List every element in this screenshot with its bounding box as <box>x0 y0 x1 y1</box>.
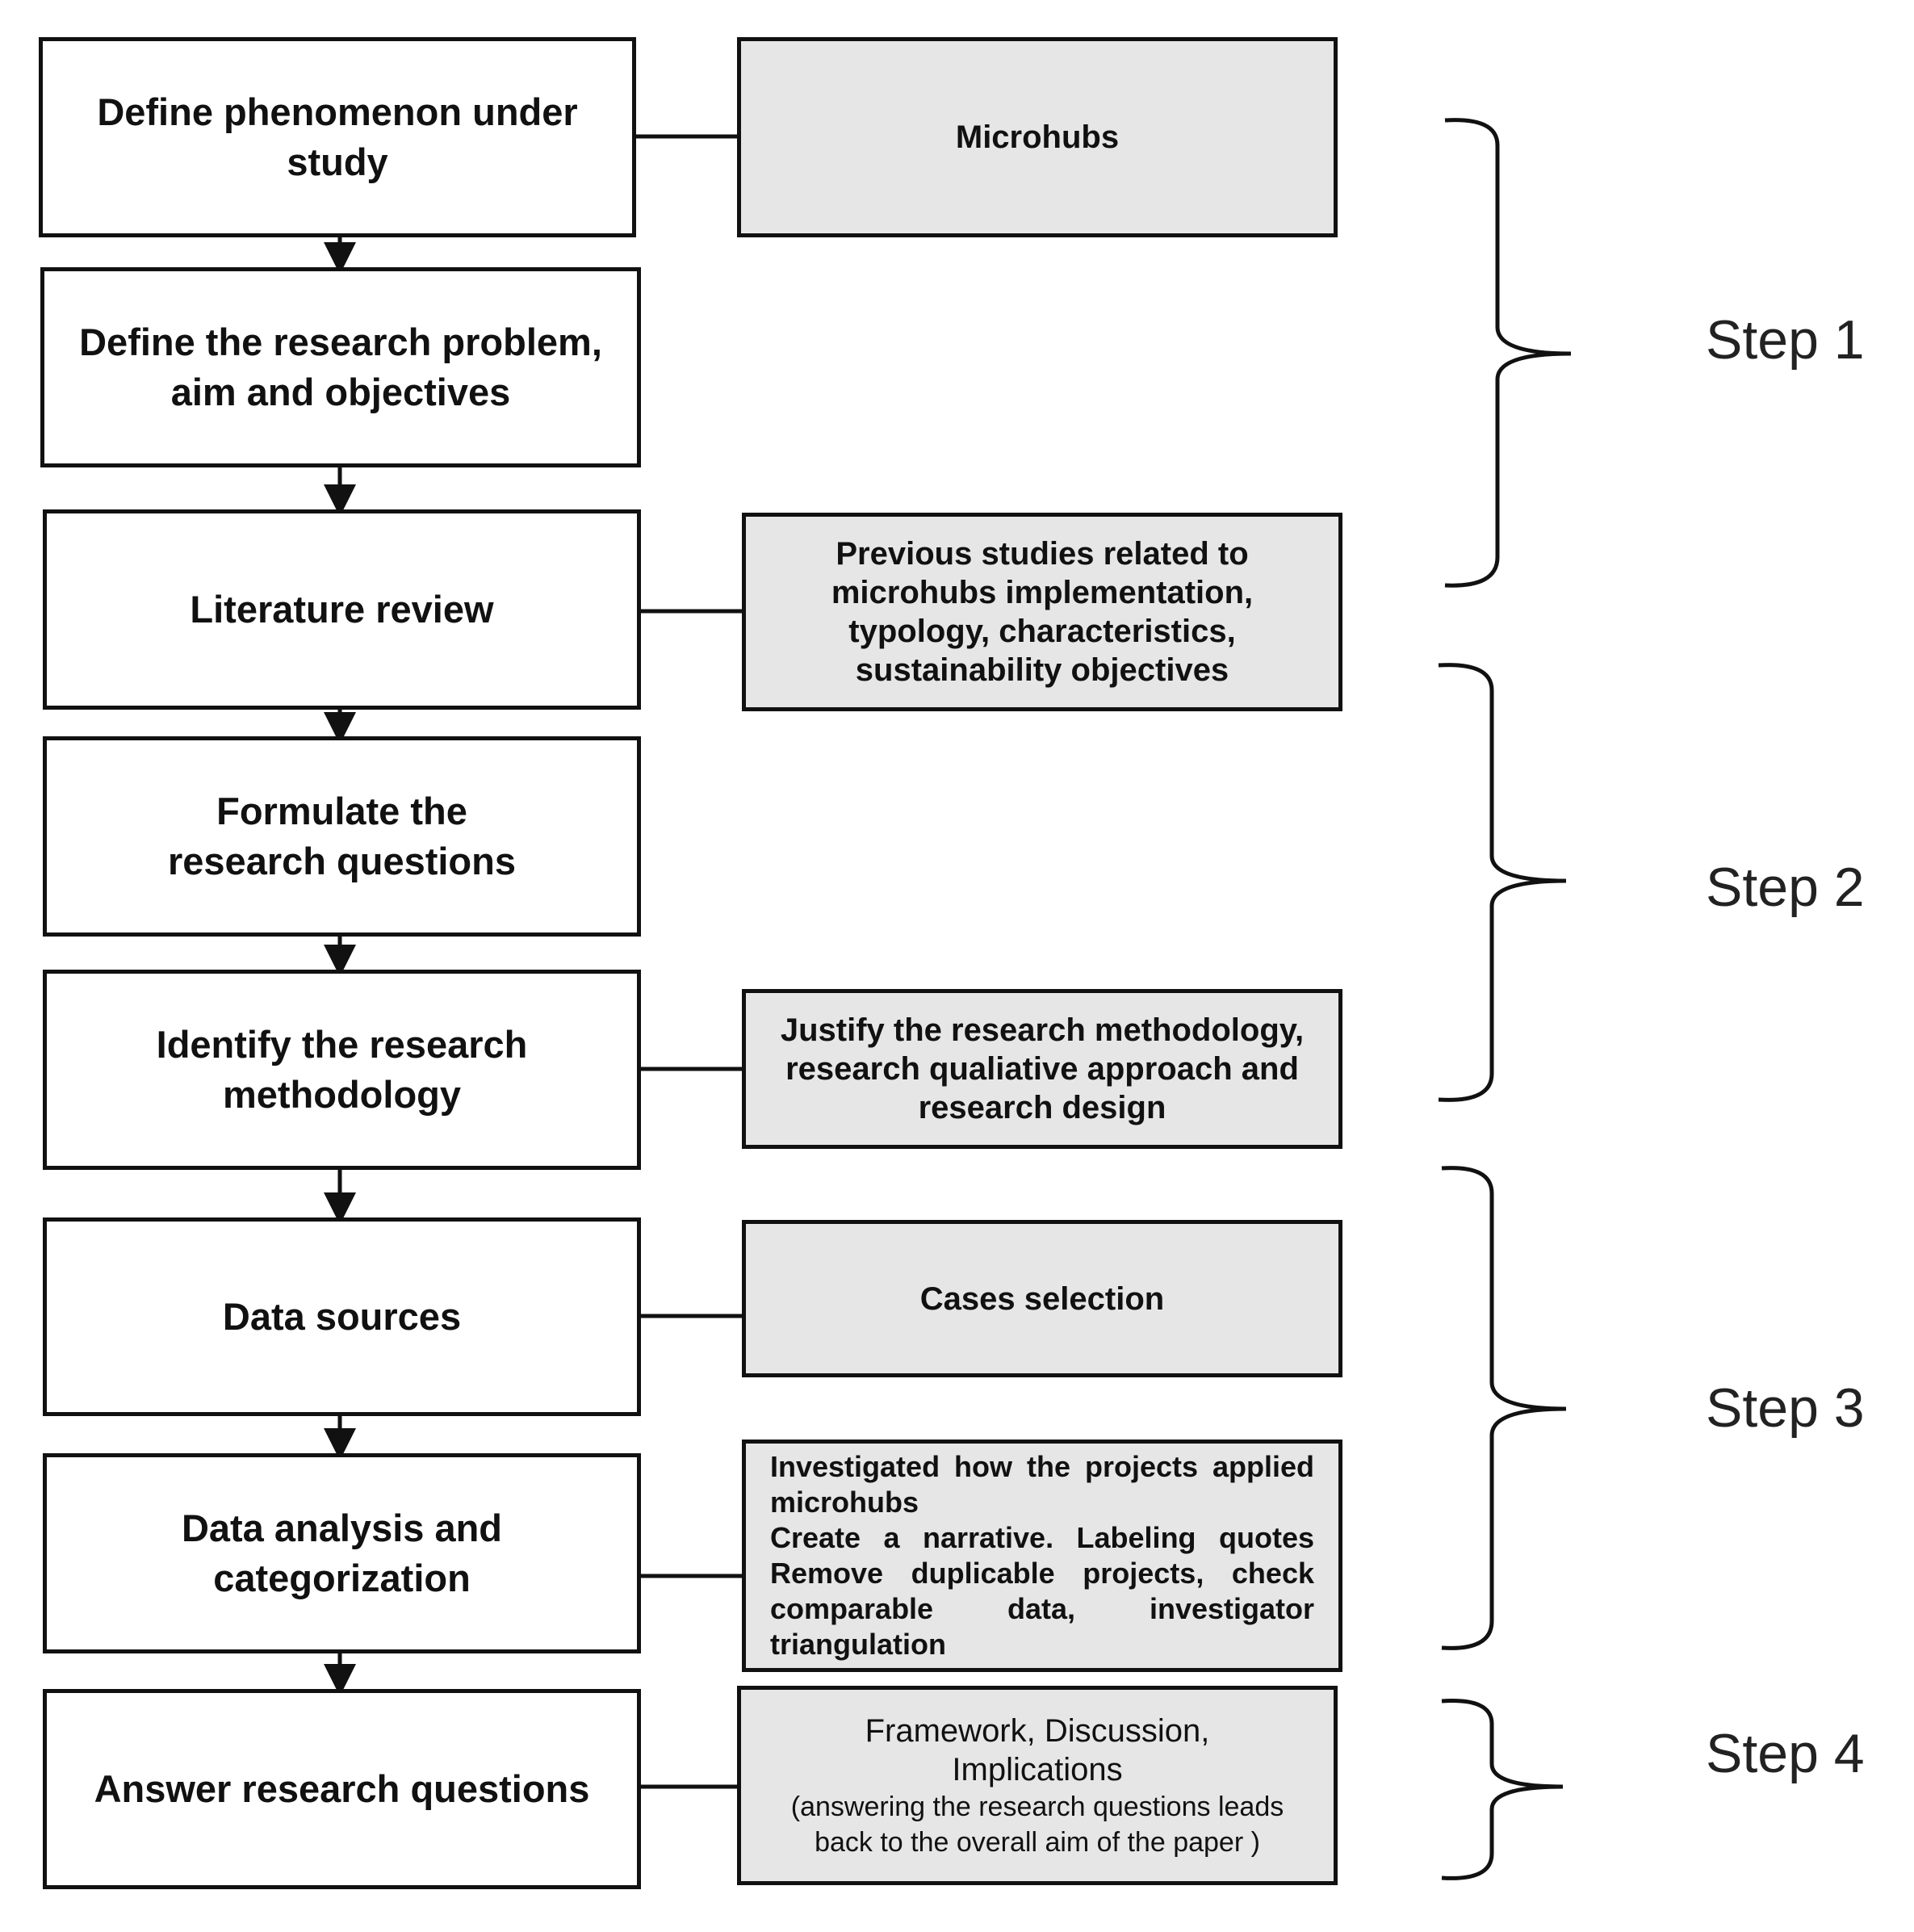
step-label: Define phenomenon under study <box>97 90 578 183</box>
answer-title: Framework, Discussion, Implications <box>865 1712 1210 1787</box>
detail-box-microhubs: Microhubs <box>737 37 1338 237</box>
step-label: Literature review <box>190 588 494 631</box>
step-label: Answer research questions <box>94 1767 590 1810</box>
analysis-line: Remove duplicable projects, check compar… <box>770 1557 1314 1661</box>
brace-step-2 <box>1438 663 1567 1102</box>
detail-box-analysis: Investigated how the projects applied mi… <box>742 1440 1342 1672</box>
detail-box-methodology: Justify the research methodology, resear… <box>742 989 1342 1149</box>
step-box-data-analysis: Data analysis and categorization <box>43 1453 641 1653</box>
step-label: Data sources <box>222 1295 462 1338</box>
detail-text: Cases selection <box>919 1280 1165 1317</box>
detail-text: Microhubs <box>955 119 1120 155</box>
detail-text: Previous studies related to microhubs im… <box>831 536 1254 688</box>
step-label-2: Step 2 <box>1706 857 1865 918</box>
step-label-3: Step 3 <box>1706 1377 1865 1439</box>
step-label: Data analysis and categorization <box>181 1507 503 1599</box>
step-label-1: Step 1 <box>1706 309 1865 371</box>
brace-step-1 <box>1444 118 1572 588</box>
detail-box-cases-selection: Cases selection <box>742 1220 1342 1377</box>
step-label: Identify the research methodology <box>156 1023 528 1116</box>
detail-box-answer: Framework, Discussion, Implications (ans… <box>737 1686 1338 1885</box>
analysis-line: Create a narrative. Labeling quotes <box>770 1521 1314 1554</box>
step-box-answer-questions: Answer research questions <box>43 1689 641 1889</box>
brace-step-3 <box>1441 1166 1567 1650</box>
detail-box-literature: Previous studies related to microhubs im… <box>742 513 1342 711</box>
detail-text: Justify the research methodology, resear… <box>780 1012 1305 1125</box>
step-label: Define the research problem, aim and obj… <box>79 321 602 413</box>
analysis-line: Investigated how the projects applied mi… <box>770 1450 1314 1519</box>
step-box-research-problem: Define the research problem, aim and obj… <box>40 267 641 467</box>
answer-note: (answering the research questions leads … <box>790 1791 1284 1858</box>
step-label: Formulate the research questions <box>167 790 516 882</box>
step-box-methodology: Identify the research methodology <box>43 970 641 1170</box>
brace-step-4 <box>1441 1699 1564 1880</box>
step-box-research-questions: Formulate the research questions <box>43 736 641 937</box>
analysis-text: Investigated how the projects applied mi… <box>770 1449 1314 1662</box>
step-box-data-sources: Data sources <box>43 1217 641 1416</box>
step-box-literature-review: Literature review <box>43 509 641 710</box>
step-box-define-phenomenon: Define phenomenon under study <box>39 37 636 237</box>
step-label-4: Step 4 <box>1706 1723 1865 1784</box>
